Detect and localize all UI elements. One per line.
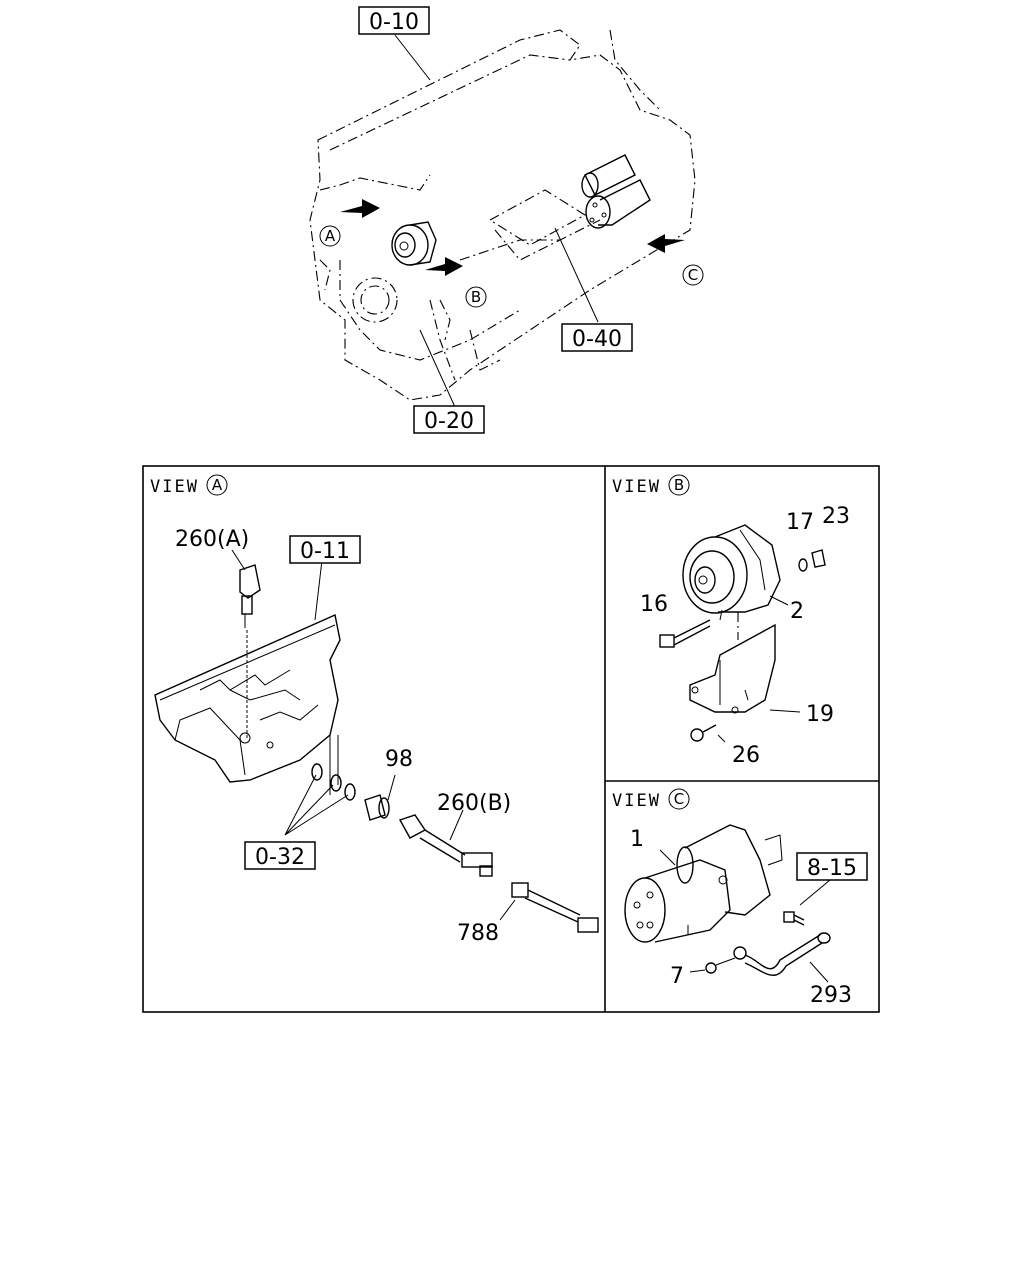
arrow-c-icon (647, 234, 685, 253)
view-b-title: VIEW (612, 477, 661, 497)
label-1: 1 (630, 827, 644, 852)
marker-b: B (471, 288, 481, 306)
view-b-marker: B (674, 476, 684, 494)
label-7: 7 (670, 964, 684, 989)
plug-98 (364, 794, 390, 821)
bracket-19 (689, 623, 776, 714)
label-293: 293 (810, 983, 852, 1008)
alternator-2 (682, 524, 781, 614)
label-260b: 260(B) (437, 791, 511, 816)
view-a-title: VIEW (150, 477, 199, 497)
ref-0-40: 0-40 (572, 327, 622, 352)
bolt-26 (690, 724, 717, 742)
view-a-panel: VIEW A (150, 474, 599, 946)
label-98: 98 (385, 747, 413, 772)
sensor-260a (239, 564, 261, 740)
label-26: 26 (732, 743, 760, 768)
starter-1 (624, 824, 783, 943)
label-2: 2 (790, 599, 804, 624)
nut-7 (705, 957, 736, 974)
view-b-panel: VIEW B (612, 474, 850, 768)
ref-8-15: 8-15 (807, 856, 857, 881)
ref-0-20: 0-20 (424, 409, 474, 434)
marker-c: C (688, 266, 698, 284)
label-260a: 260(A) (175, 527, 249, 552)
ref-0-32: 0-32 (255, 845, 305, 870)
engine-overview: A B C 0-10 0-20 0-40 (309, 6, 704, 434)
label-17: 17 (786, 510, 814, 535)
cable-293 (733, 932, 831, 976)
arrow-a-icon (340, 199, 380, 218)
view-c-panel: VIEW C (612, 788, 868, 1008)
label-23: 23 (822, 504, 850, 529)
label-788: 788 (457, 921, 499, 946)
view-c-title: VIEW (612, 791, 661, 811)
label-19: 19 (806, 702, 834, 727)
harness-788 (511, 882, 599, 933)
view-c-marker: C (674, 790, 684, 808)
ref-0-11: 0-11 (300, 539, 350, 564)
bolt-8-15 (783, 911, 805, 926)
marker-a: A (325, 227, 336, 245)
ref-0-10: 0-10 (369, 10, 419, 35)
arrow-b-icon (425, 257, 463, 276)
starter-overview (581, 154, 651, 229)
label-16: 16 (640, 592, 668, 617)
bolt-16 (659, 619, 711, 648)
sensor-260b (398, 814, 493, 877)
views-frame (142, 465, 880, 1013)
view-a-marker: A (212, 476, 223, 494)
alternator-overview (391, 221, 437, 266)
